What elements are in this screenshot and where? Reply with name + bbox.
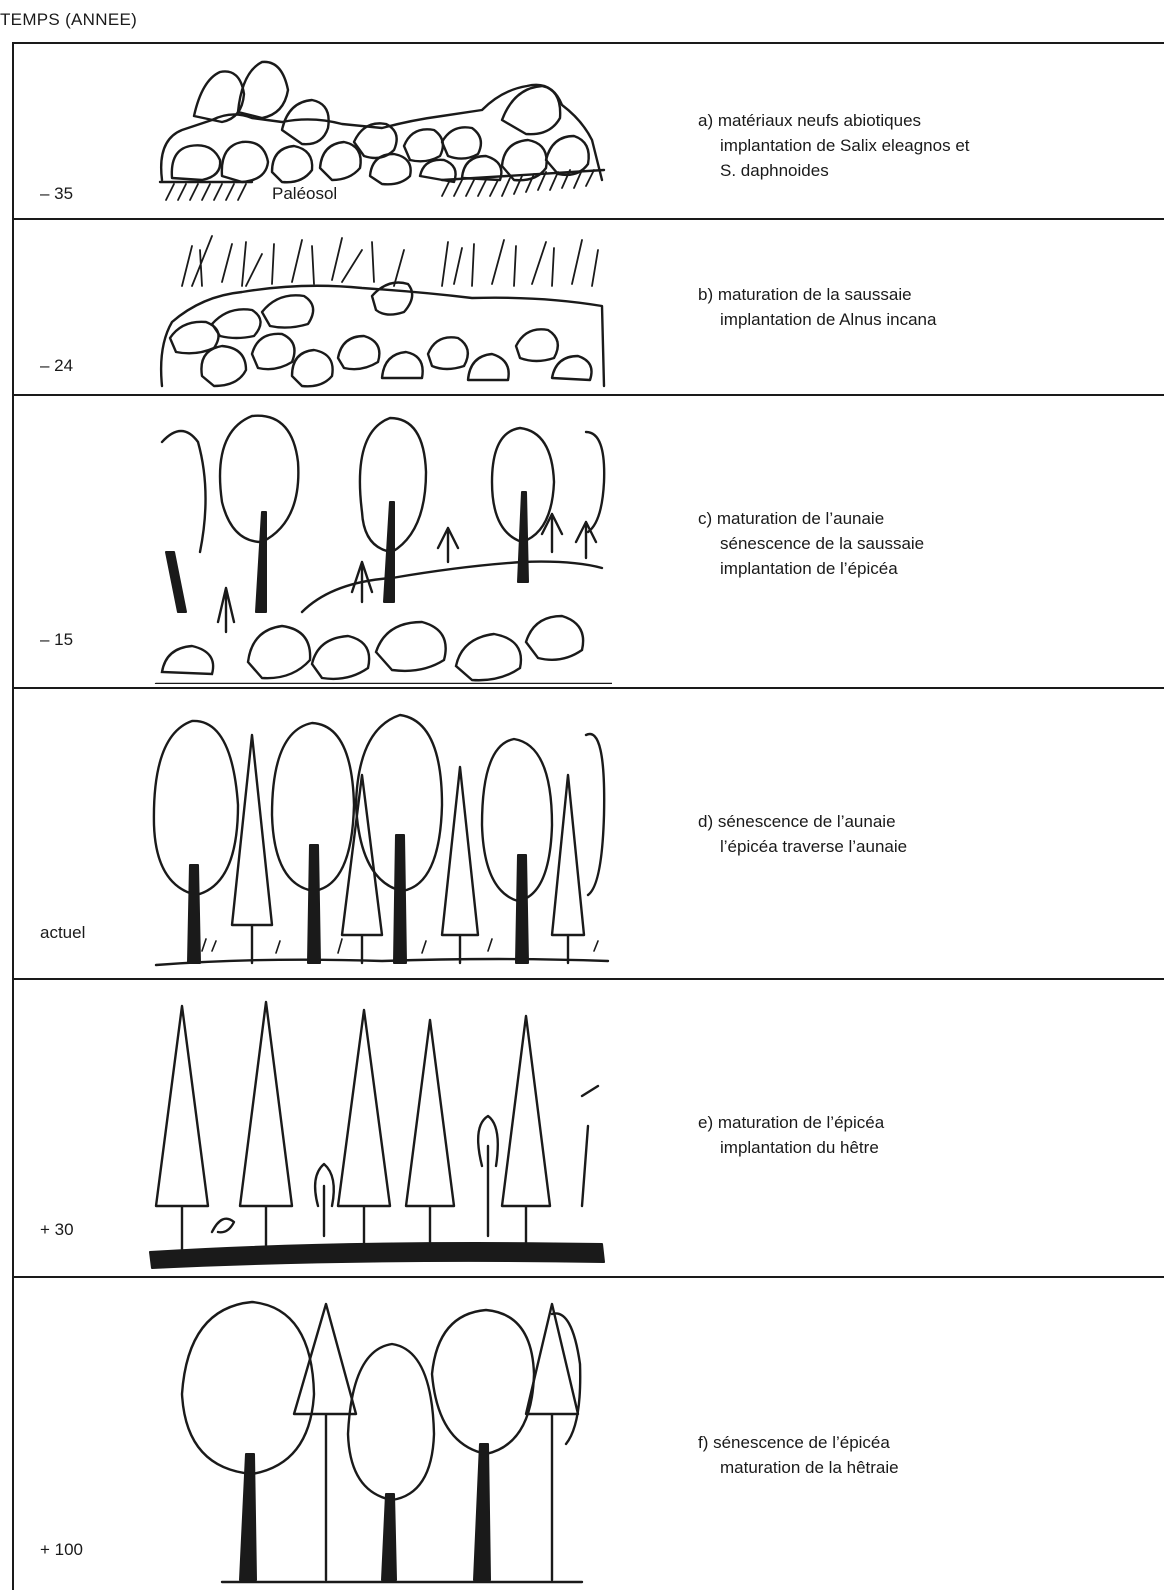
paleosol-label: Paléosol xyxy=(272,184,337,204)
description-line: f) sénescence de l’épicéa xyxy=(698,1430,899,1455)
stage-time: actuel xyxy=(40,923,85,943)
description-line: e) maturation de l’épicéa xyxy=(698,1110,884,1135)
illustration-mature-spruce xyxy=(142,986,612,1272)
illustration-alder-stand xyxy=(142,402,612,684)
description-line: d) sénescence de l’aunaie xyxy=(698,809,907,834)
description-line: maturation de la hêtraie xyxy=(698,1455,899,1480)
stage-description: b) maturation de la saussaie implantatio… xyxy=(698,282,936,332)
description-line: c) maturation de l’aunaie xyxy=(698,506,924,531)
description-line: implantation du hêtre xyxy=(698,1135,884,1160)
description-line: b) maturation de la saussaie xyxy=(698,282,936,307)
stage-time: – 15 xyxy=(40,630,73,650)
stage-f: + 100 f) sénescence de l’épicéa maturati… xyxy=(14,1276,1164,1592)
stage-time: + 30 xyxy=(40,1220,74,1240)
description-line: implantation de Salix eleagnos et xyxy=(698,133,970,158)
axis-title: TEMPS (ANNEE) xyxy=(0,10,137,30)
illustration-beech-forest xyxy=(142,1284,612,1584)
illustration-willow-shrubs xyxy=(142,226,612,390)
description-line: implantation de Alnus incana xyxy=(698,307,936,332)
timeline-frame: – 35 Paléosol xyxy=(12,42,1164,1590)
stage-description: f) sénescence de l’épicéa maturation de … xyxy=(698,1430,899,1480)
stage-description: d) sénescence de l’aunaie l’épicéa trave… xyxy=(698,809,907,859)
description-line: sénescence de la saussaie xyxy=(698,531,924,556)
description-line: a) matériaux neufs abiotiques xyxy=(698,108,970,133)
stage-time: – 24 xyxy=(40,356,73,376)
stage-description: e) maturation de l’épicéa implantation d… xyxy=(698,1110,884,1160)
stage-time: + 100 xyxy=(40,1540,83,1560)
illustration-bare-gravel xyxy=(142,50,612,214)
stage-time: – 35 xyxy=(40,184,73,204)
stage-b: – 24 b) maturation de la saussaie implan… xyxy=(14,218,1164,396)
illustration-spruce-through-alder xyxy=(142,695,612,975)
stage-e: + 30 e) maturation de l’épicéa implantat… xyxy=(14,978,1164,1278)
stage-d: actuel d) sénescence de l’aunaie l’épicé… xyxy=(14,687,1164,980)
stage-description: c) maturation de l’aunaie sénescence de … xyxy=(698,506,924,581)
description-line: S. daphnoides xyxy=(698,158,970,183)
stage-description: a) matériaux neufs abiotiques implantati… xyxy=(698,108,970,183)
stage-a: – 35 Paléosol xyxy=(14,42,1164,220)
description-line: l’épicéa traverse l’aunaie xyxy=(698,834,907,859)
description-line: implantation de l’épicéa xyxy=(698,556,924,581)
stage-c: – 15 c) maturation de l’a xyxy=(14,394,1164,689)
